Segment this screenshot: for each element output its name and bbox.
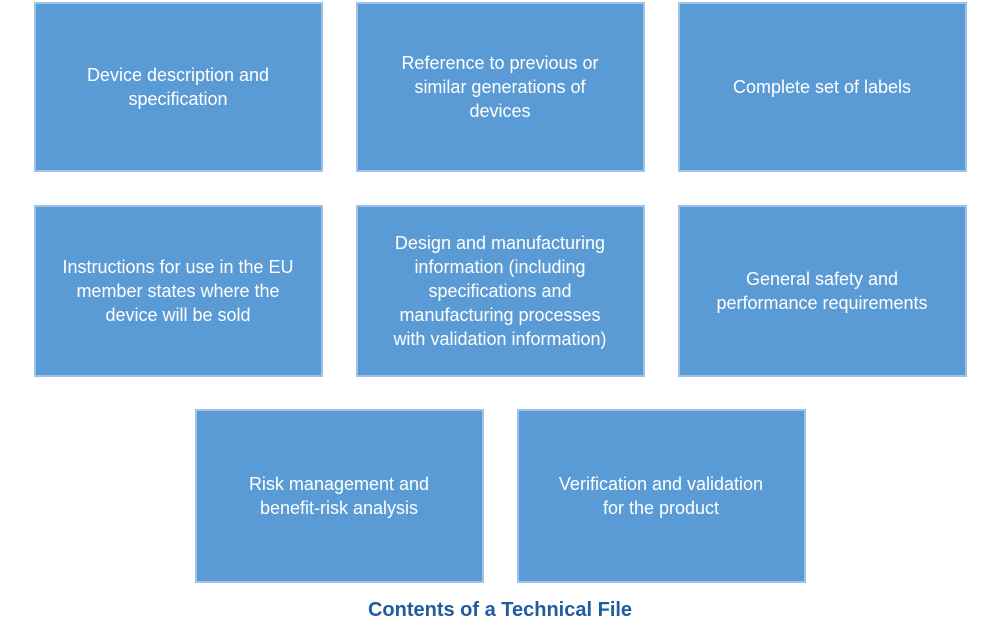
box-risk-management: Risk management and benefit-risk analysi…	[194, 409, 484, 583]
box-reference-previous-generations: Reference to previous or similar generat…	[355, 2, 645, 172]
diagram-row-2: Instructions for use in the EU member st…	[0, 205, 1000, 377]
diagram-title: Contents of a Technical File	[367, 599, 633, 621]
diagram-row-3: Risk management and benefit-risk analysi…	[0, 409, 1000, 583]
box-complete-set-of-labels: Complete set of labels	[677, 2, 967, 172]
box-verification-validation: Verification and validation for the prod…	[516, 409, 806, 583]
box-design-manufacturing-information: Design and manufacturing information (in…	[355, 205, 645, 377]
box-instructions-for-use: Instructions for use in the EU member st…	[33, 205, 323, 377]
box-device-description: Device description and specification	[33, 2, 323, 172]
diagram-row-1: Device description and specification Ref…	[0, 0, 1000, 172]
box-general-safety-performance: General safety and performance requireme…	[677, 205, 967, 377]
